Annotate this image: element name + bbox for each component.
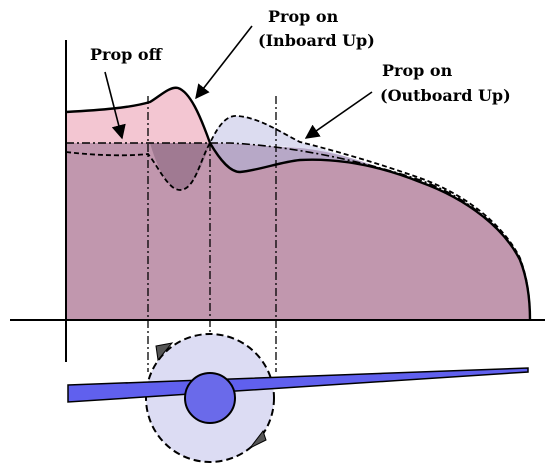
inboard-up-pointer	[195, 25, 253, 100]
rotation-arrow-icon	[249, 429, 267, 449]
inboard-up-region	[66, 87, 210, 143]
outboard-up-pointer	[304, 91, 373, 139]
label-prop-on-outboard-1: Prop on	[382, 61, 453, 80]
propeller-hub	[184, 372, 236, 424]
label-prop-on-inboard-2: (Inboard Up)	[258, 31, 375, 50]
wing	[67, 367, 529, 403]
rotation-arrow-icon	[155, 342, 174, 362]
prop-off-pointer	[104, 71, 126, 140]
label-prop-on-inboard-1: Prop on	[268, 7, 339, 26]
inboard-dip-region	[150, 143, 210, 190]
outboard-up-curve	[65, 115, 531, 321]
label-prop-off: Prop off	[90, 45, 163, 64]
prop-off-distribution	[66, 142, 530, 320]
label-prop-on-outboard-2: (Outboard Up)	[380, 86, 511, 105]
inboard-up-curve	[65, 86, 532, 321]
outboard-lower-region	[210, 143, 420, 182]
